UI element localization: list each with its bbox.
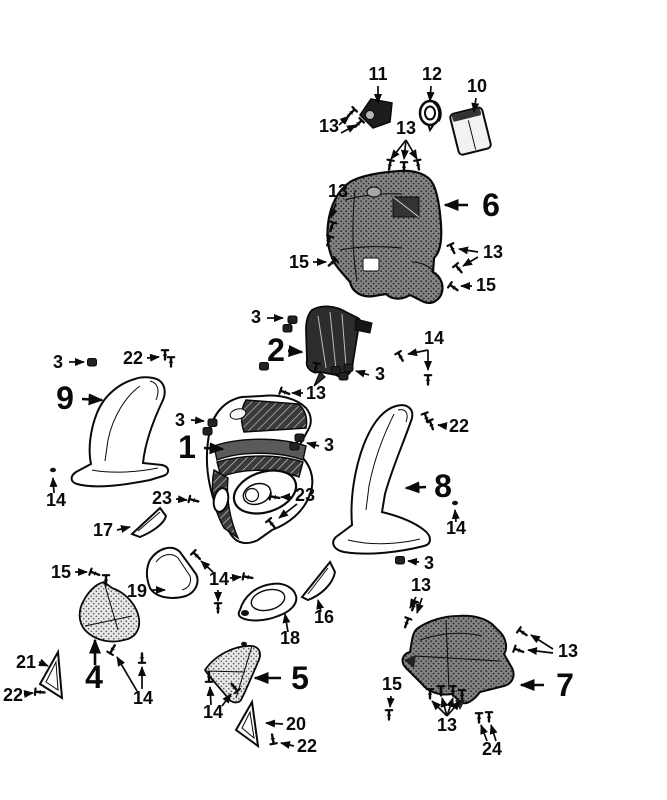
callout-label-22-c: 22: [297, 736, 317, 756]
callout-label-14-c: 14: [209, 569, 229, 589]
screw-icon: [267, 732, 279, 746]
clip-icon: [87, 358, 97, 367]
callout-label-17: 17: [93, 520, 113, 540]
part-label-8: 8: [434, 468, 452, 504]
screw-icon: [189, 548, 204, 563]
part-20-bracket: [234, 698, 260, 749]
callout-label-10: 10: [467, 76, 487, 96]
callout-label-3-a: 3: [251, 307, 261, 327]
part-8-right-side-panel: [332, 404, 431, 555]
callout-label-22-a: 22: [123, 348, 143, 368]
part-label-2: 2: [267, 332, 285, 368]
clip-icon: [282, 315, 298, 333]
callout-label-20: 20: [286, 714, 306, 734]
screw-icon: [384, 709, 394, 721]
callout-label-22-b: 22: [3, 685, 23, 705]
screw-icon: [512, 644, 526, 657]
callout-label-3-c: 3: [53, 352, 63, 372]
part-label-4: 4: [85, 659, 103, 695]
screw-icon: [187, 494, 201, 506]
callout-label-13-a: 13: [319, 116, 339, 136]
part-16-trim: [300, 560, 337, 602]
callout-label-15-d: 15: [382, 674, 402, 694]
callout-label-14-e: 14: [133, 688, 153, 708]
part-label-1: 1: [178, 429, 196, 465]
part-21-bracket: [38, 648, 64, 700]
screw-icon: [484, 711, 494, 723]
part-11-bracket: [359, 98, 393, 129]
screw-icon: [446, 280, 461, 294]
callout-label-3-b: 3: [375, 364, 385, 384]
callout-label-16: 16: [314, 607, 334, 627]
part-label-7: 7: [556, 667, 574, 703]
callout-label-3-e: 3: [324, 435, 334, 455]
callout-label-13-g: 13: [558, 641, 578, 661]
rivet-dot-icon: [50, 467, 56, 473]
screw-icon: [33, 687, 46, 697]
callout-label-14-f: 14: [446, 518, 466, 538]
screw-icon: [166, 356, 176, 368]
screw-icon: [446, 242, 459, 256]
callout-label-13-b: 13: [396, 118, 416, 138]
part-label-5: 5: [291, 660, 309, 696]
callout-label-13-h: 13: [437, 715, 457, 735]
screw-icon: [106, 642, 119, 657]
rivet-dot-icon: [241, 641, 247, 647]
callout-label-22-d: 22: [449, 416, 469, 436]
screw-icon: [213, 602, 223, 614]
callout-label-24: 24: [482, 739, 502, 759]
callout-label-13-e: 13: [306, 383, 326, 403]
part-1-front-cover: [206, 394, 314, 545]
callout-label-19: 19: [127, 581, 147, 601]
screw-icon: [88, 567, 102, 580]
clip-icon: [331, 366, 341, 375]
part-12-grommet: [418, 99, 442, 133]
clip-icon: [395, 556, 405, 565]
screw-icon: [451, 261, 466, 276]
callout-label-23-b: 23: [152, 488, 172, 508]
screw-icon: [400, 616, 413, 630]
part-19-trim: [146, 546, 199, 599]
screw-icon: [474, 712, 484, 724]
callout-label-13-d: 13: [483, 242, 503, 262]
part-6-inner-panel: [326, 169, 444, 304]
callout-label-23-a: 23: [295, 485, 315, 505]
part-9-left-side-panel: [70, 376, 170, 488]
callout-label-21: 21: [16, 652, 36, 672]
screw-icon: [515, 625, 530, 639]
part-2-bracket: [305, 305, 373, 387]
callout-label-3-d: 3: [175, 410, 185, 430]
callout-label-11: 11: [368, 64, 387, 84]
callout-label-13-c: 13: [328, 181, 348, 201]
screw-icon: [394, 349, 407, 364]
callout-label-14-d: 14: [203, 702, 223, 722]
callout-label-14-a: 14: [424, 328, 444, 348]
callout-label-18: 18: [280, 628, 300, 648]
part-18-headlight-trim: [237, 582, 298, 622]
rivet-dot-icon: [452, 500, 458, 506]
screw-icon: [384, 158, 396, 172]
screw-icon: [423, 374, 433, 386]
callout-labels: 11 12 10 13 13 6 13 15 13 15 3 2 3 14 13…: [3, 64, 578, 759]
callout-label-15-a: 15: [289, 252, 309, 272]
callout-label-12: 12: [422, 64, 442, 84]
callout-label-15-c: 15: [51, 562, 71, 582]
callout-label-13-f: 13: [411, 575, 431, 595]
part-17-trim: [130, 506, 168, 539]
part-label-6: 6: [482, 187, 500, 223]
part-7-lower-cowl: [401, 614, 515, 710]
callout-label-14-b: 14: [46, 490, 66, 510]
screw-icon: [351, 116, 366, 131]
callout-label-15-b: 15: [476, 275, 496, 295]
screw-icon: [412, 158, 424, 172]
leader-arrows: [23, 85, 554, 749]
part-4-lower-panel: [78, 574, 141, 643]
screw-icon: [241, 571, 255, 583]
part-5-lower-panel: [203, 641, 261, 704]
part-label-9: 9: [56, 380, 74, 416]
callout-label-3-f: 3: [424, 553, 434, 573]
screw-icon: [137, 652, 147, 664]
part-10-lid: [449, 106, 492, 156]
